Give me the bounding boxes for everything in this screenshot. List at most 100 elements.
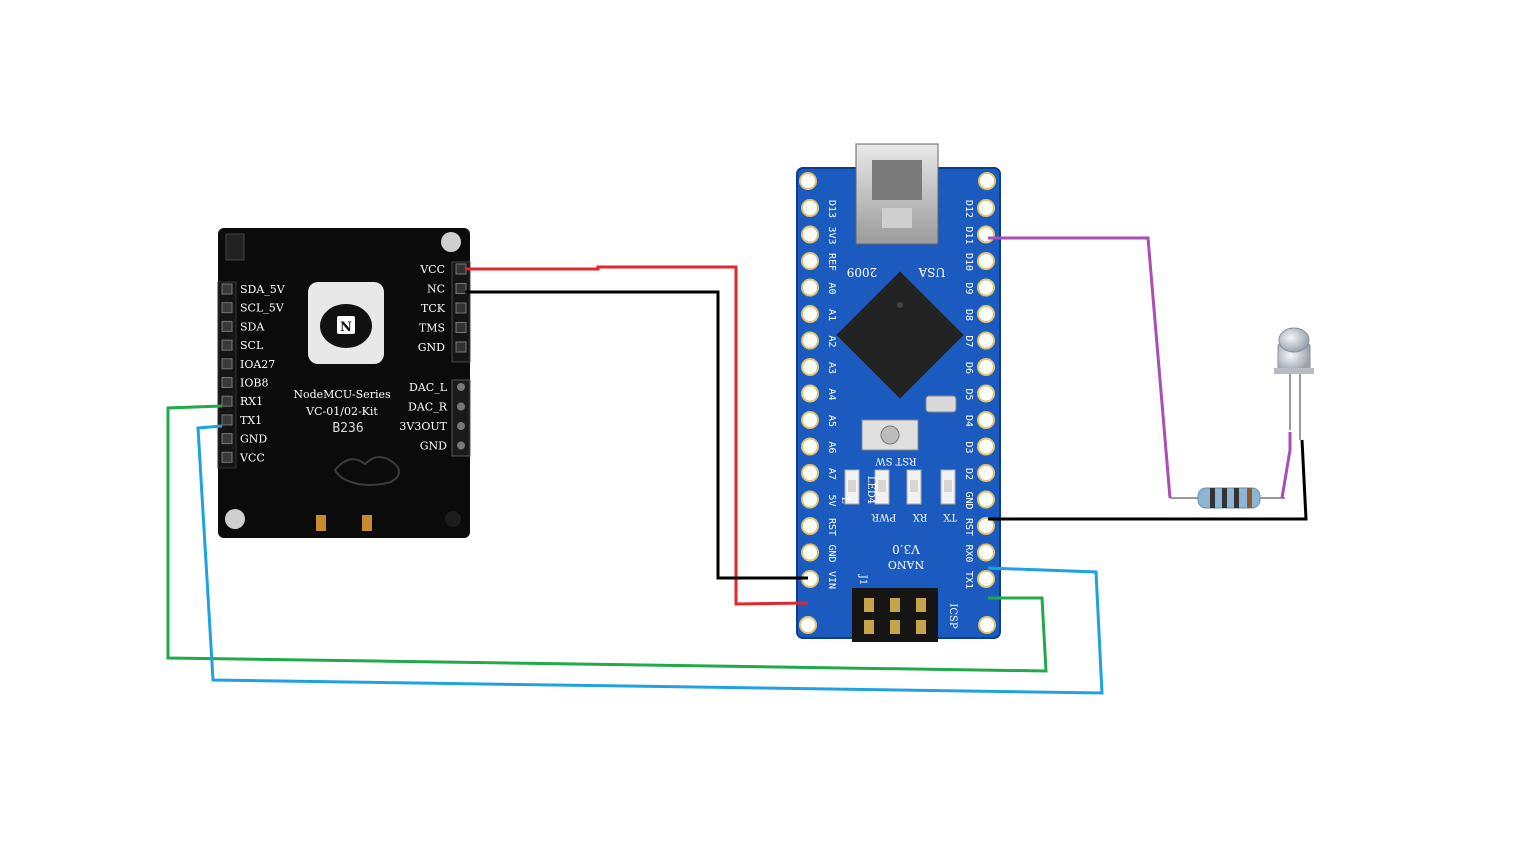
icsp-header <box>852 588 938 642</box>
nano-led-lens <box>848 480 856 492</box>
nano-name: NANO <box>888 558 924 571</box>
nano-pin <box>977 199 995 217</box>
vm-right-pin-label: NC <box>427 283 445 296</box>
nano-led-lens <box>910 480 918 492</box>
vm-left-pin-label: IOA27 <box>240 358 275 371</box>
nano-led-label: L <box>839 497 850 504</box>
nano-pin-label: REF <box>826 253 837 271</box>
mcu-chip <box>836 271 964 399</box>
vm-left-pin-label: RX1 <box>240 395 263 408</box>
module-logo: N <box>308 282 384 364</box>
nano-hole-br <box>978 616 996 634</box>
vm-left-pin-label: IOB8 <box>240 377 268 390</box>
nano-pin <box>977 411 995 429</box>
nano-pin-label: D5 <box>963 388 974 400</box>
wire-rx <box>166 404 1048 673</box>
vm-left-pin-label: SDA_5V <box>240 283 286 296</box>
vm-right-pin-label: TMS <box>419 322 445 335</box>
nano-pin-label: D3 <box>963 441 974 453</box>
vm-right-pin-label: TCK <box>421 302 446 315</box>
nano-led-label: PWR <box>871 511 896 522</box>
rst-sw-label: RST SW <box>875 455 917 466</box>
nano-pin-label: A7 <box>826 468 837 480</box>
voice-module-pcb <box>218 228 470 538</box>
wire-led-gnd <box>988 439 1308 521</box>
nano-pin <box>801 543 819 562</box>
vm-right-pin-bottom-label: DAC_R <box>408 401 448 414</box>
nano-pin <box>977 437 995 456</box>
nano-pin-label: D8 <box>963 309 974 321</box>
nano-version: V3.0 <box>892 542 921 556</box>
bottom-pad-right <box>362 515 372 531</box>
nano-pin-label: GND <box>963 491 974 509</box>
nano-icsp-label: ICSP <box>947 603 958 628</box>
wire-tx <box>196 424 1104 695</box>
nano-pin <box>977 543 995 562</box>
nano-pin-label: D13 <box>826 200 837 218</box>
nano-pin <box>801 358 819 376</box>
vm-right-pin-bottom-label: GND <box>420 440 447 453</box>
nano-text-usa: USA <box>918 265 945 279</box>
nano-pin-label: D4 <box>963 415 974 427</box>
logo-letter: N <box>340 320 352 335</box>
nano-led-label: RX <box>912 511 928 522</box>
reset-button[interactable] <box>861 419 919 451</box>
nano-pin <box>801 517 819 535</box>
nano-pin-label: RST <box>963 518 974 536</box>
mount-hole-bottom-left <box>225 509 245 529</box>
vm-left-pin <box>221 433 233 445</box>
vm-left-pin <box>221 358 233 370</box>
module-title-line1: NodeMCU-Series <box>293 388 391 401</box>
nano-pin-label: D12 <box>963 200 974 218</box>
nano-pin <box>801 384 819 403</box>
nano-pin-label: A4 <box>826 388 837 400</box>
nano-hole-tr <box>978 172 996 190</box>
nano-pin-label: D9 <box>963 282 974 294</box>
wire-led <box>988 236 1172 499</box>
nano-pin <box>801 252 819 270</box>
nano-led-label: TX <box>942 511 957 522</box>
vm-right-pin <box>455 263 467 275</box>
nano-pin-label: D2 <box>963 468 974 480</box>
nano-pin-label: D10 <box>963 253 974 271</box>
nano-pin-label: A3 <box>826 362 837 374</box>
nano-pin <box>801 490 819 509</box>
nano-pin <box>977 225 995 244</box>
nano-pin-label: RX0 <box>963 544 974 562</box>
vm-right-pin-bottom <box>457 402 465 411</box>
vm-left-pin-label: VCC <box>239 451 265 464</box>
nano-pin <box>801 225 819 244</box>
left-pin-header <box>217 281 237 469</box>
module-decoration <box>333 456 401 486</box>
nano-pin-label: TX1 <box>963 571 974 589</box>
vm-left-pin <box>221 414 233 426</box>
nano-led-lens <box>944 480 952 492</box>
resistor <box>1170 487 1285 509</box>
vm-right-pin <box>455 302 467 314</box>
nano-pin-label: A5 <box>826 415 837 427</box>
module-title-line2: VC-01/02-Kit <box>305 405 378 418</box>
nano-pin <box>977 358 995 376</box>
nano-pin <box>801 437 819 456</box>
nano-right-pins <box>977 199 995 588</box>
nano-pin-label: RST <box>826 518 837 536</box>
nano-left-pins <box>801 199 819 588</box>
vm-left-pin-label: SDA <box>240 320 265 333</box>
nano-pin-label: VIN <box>826 571 837 589</box>
vm-right-pin-label: VCC <box>419 263 445 276</box>
nano-pin <box>801 464 819 482</box>
top-component <box>225 233 245 261</box>
nano-pin <box>977 517 995 535</box>
mount-hole-top-right <box>441 232 461 252</box>
crystal <box>925 395 957 413</box>
nano-pin <box>801 305 819 323</box>
vm-left-pin <box>221 302 233 314</box>
nano-pin-label: D11 <box>963 226 974 244</box>
nano-pin <box>977 331 995 350</box>
nano-pin-label: A6 <box>826 441 837 453</box>
